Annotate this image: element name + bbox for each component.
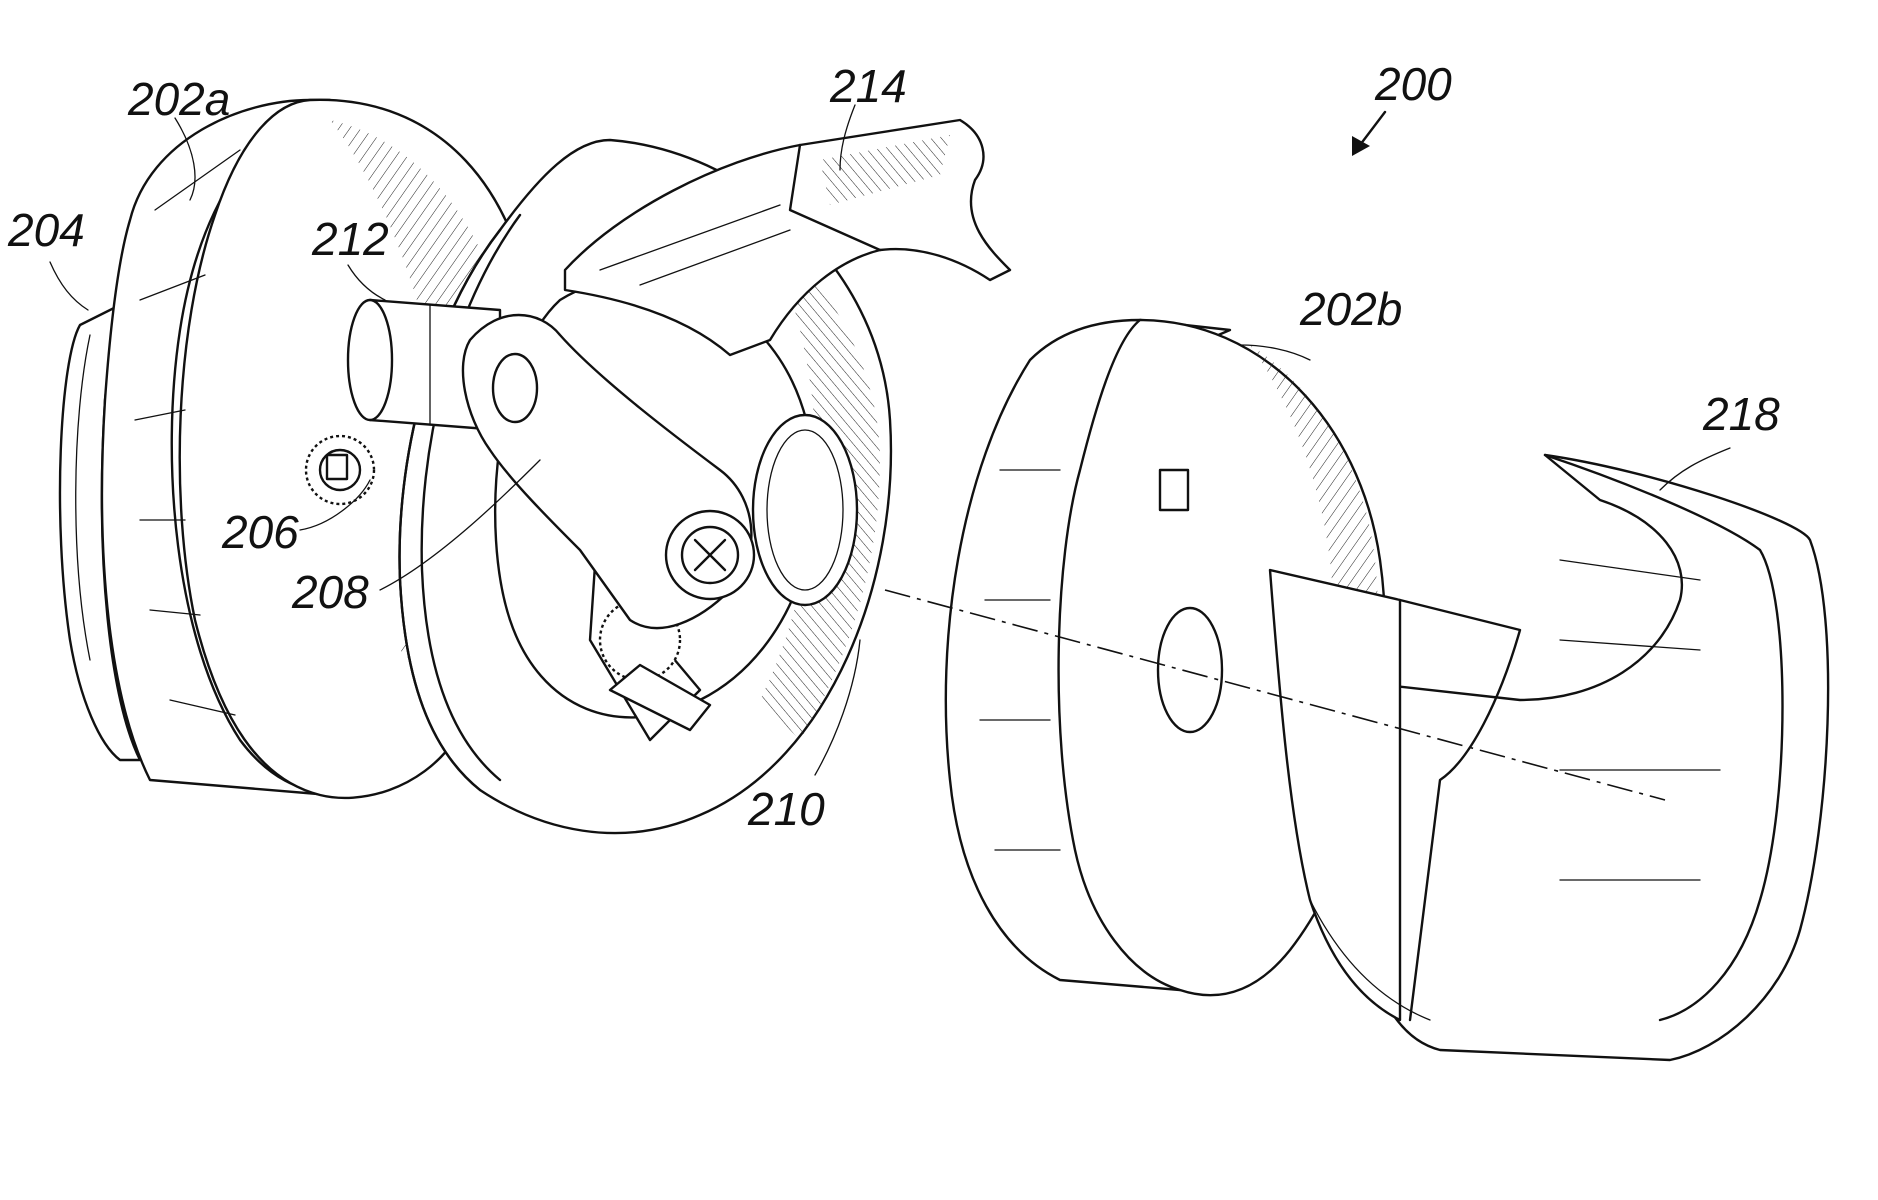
label-202a: 202a <box>127 73 230 125</box>
label-208: 208 <box>291 566 369 618</box>
label-214: 214 <box>829 60 907 112</box>
label-212: 212 <box>311 213 389 265</box>
label-200: 200 <box>1374 58 1452 110</box>
label-210: 210 <box>747 783 825 835</box>
gear-206 <box>306 436 374 504</box>
label-202b: 202b <box>1299 283 1402 335</box>
label-204: 204 <box>7 204 85 256</box>
label-206: 206 <box>221 506 299 558</box>
label-218: 218 <box>1702 388 1780 440</box>
